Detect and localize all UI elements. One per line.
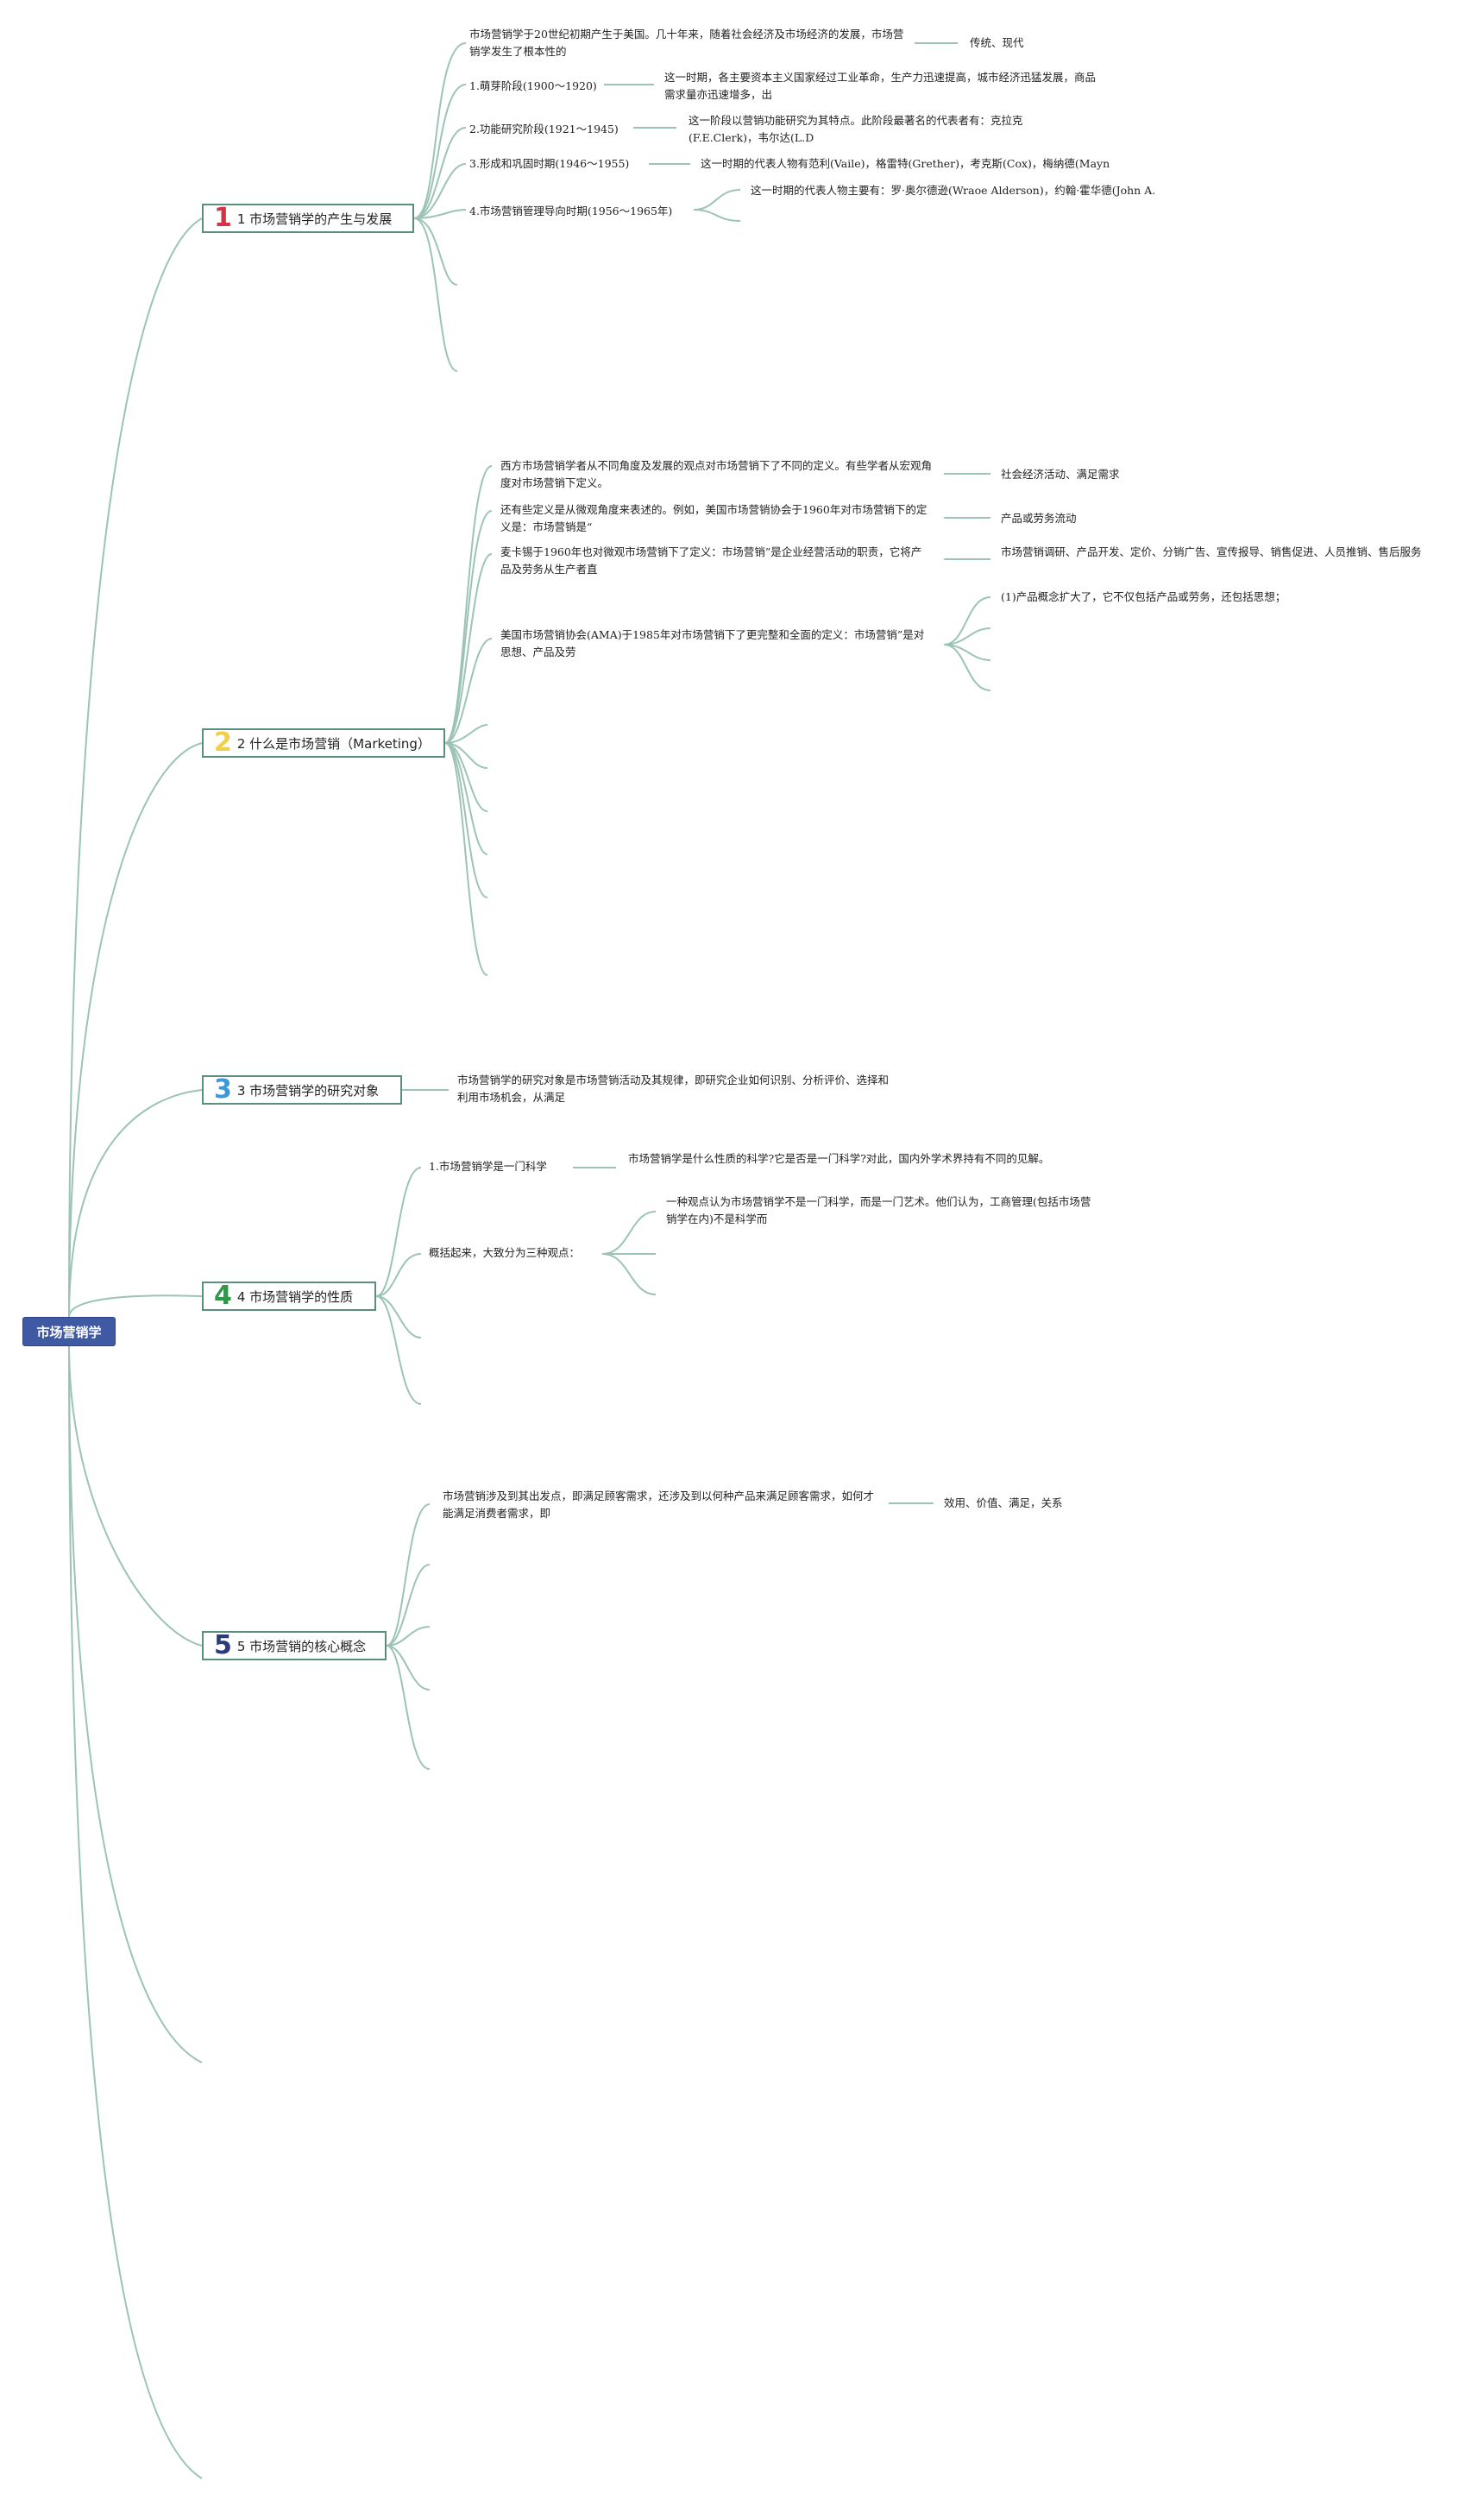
branch-research-object[interactable]: 3 3 市场营销学的研究对象	[202, 1075, 402, 1105]
branch-number-3: 3	[214, 1074, 232, 1105]
b3-research-object-text[interactable]: 市场营销学的研究对象是市场营销活动及其规律，即研究企业如何识别、分析评价、选择和…	[457, 1074, 890, 1104]
branch-label-4: 4 市场营销学的性质	[236, 1288, 354, 1305]
b1-stage4-leaf[interactable]: 这一时期的代表人物主要有：罗·奥尔德逊(Wraoe Alderson)，约翰·霍…	[751, 184, 1156, 197]
root-node[interactable]: 市场营销学	[22, 1317, 116, 1346]
b1-stage2[interactable]: 2.功能研究阶段(1921～1945)	[469, 123, 619, 135]
link-root-b4	[68, 1294, 203, 1318]
b5-core-concept-text[interactable]: 市场营销涉及到其出发点，即满足顾客需求，还涉及到以何种产品来满足顾客需求，如何才…	[443, 1489, 875, 1520]
branch-label-3: 3 市场营销学的研究对象	[236, 1082, 380, 1099]
b1-intro-leaf[interactable]: 传统、现代	[970, 36, 1024, 49]
b2-definition-2[interactable]: 还有些定义是从微观角度来表述的。例如，美国市场营销协会于1960年对市场营销下的…	[500, 503, 928, 533]
b1-stage3-leaf[interactable]: 这一时期的代表人物有范利(Vaile)，格雷特(Grether)，考克斯(Cox…	[701, 157, 1110, 170]
branch-number-1: 1	[214, 203, 232, 233]
b1-stage2-leaf[interactable]: 这一阶段以营销功能研究为其特点。此阶段最著名的代表者有：克拉克(F.E.Cler…	[689, 114, 1023, 144]
b1-intro[interactable]: 市场营销学于20世纪初期产生于美国。几十年来，随着社会经济及市场经济的发展，市场…	[469, 28, 904, 58]
branch-label-1: 1 市场营销学的产生与发展	[236, 211, 393, 227]
branch-number-2: 2	[214, 727, 232, 758]
branch-number-4: 4	[214, 1281, 232, 1311]
b2-definition-1[interactable]: 西方市场营销学者从不同角度及发展的观点对市场营销下了不同的定义。有些学者从宏观角…	[500, 459, 933, 489]
branch-core-concepts[interactable]: 5 5 市场营销的核心概念	[202, 1631, 387, 1660]
root-label: 市场营销学	[36, 1324, 102, 1340]
branch-what-is-marketing[interactable]: 2 2 什么是市场营销（Marketing）	[202, 728, 445, 758]
branch-number-5: 5	[214, 1630, 232, 1660]
b1-stage4[interactable]: 4.市场营销管理导向时期(1956～1965年)	[469, 205, 673, 217]
b4-item-1-leaf[interactable]: 市场营销学是什么性质的科学?它是否是一门科学?对此，国内外学术界持有不同的见解。	[628, 1152, 1050, 1165]
branch-origin-development[interactable]: 1 1 市场营销学的产生与发展	[202, 204, 414, 233]
link-root-b1	[68, 217, 203, 1318]
b5-core-concept-leaf[interactable]: 效用、价值、满足，关系	[944, 1496, 1063, 1509]
b1-stage3[interactable]: 3.形成和巩固时期(1946～1955)	[469, 157, 630, 170]
b4-item-2-leaf[interactable]: 一种观点认为市场营销学不是一门科学，而是一门艺术。他们认为，工商管理(包括市场营…	[666, 1195, 1091, 1225]
b2-definition-2-leaf[interactable]: 产品或劳务流动	[1001, 512, 1077, 525]
b2-definition-3[interactable]: 麦卡锡于1960年也对微观市场营销下了定义：市场营销”是企业经营活动的职责，它将…	[500, 545, 922, 576]
b2-definition-1-leaf[interactable]: 社会经济活动、满足需求	[1001, 468, 1120, 481]
b4-item-2[interactable]: 概括起来，大致分为三种观点：	[429, 1246, 581, 1259]
b4-item-1[interactable]: 1.市场营销学是一门科学	[429, 1160, 547, 1173]
b2-definition-4-leaf[interactable]: (1)产品概念扩大了，它不仅包括产品或劳务，还包括思想；	[1001, 590, 1286, 603]
branch-label-5: 5 市场营销的核心概念	[236, 1638, 367, 1654]
branch-label-2: 2 什么是市场营销（Marketing）	[236, 735, 431, 752]
b2-definition-4[interactable]: 美国市场营销协会(AMA)于1985年对市场营销下了更完整和全面的定义：市场营销…	[500, 628, 925, 658]
b1-stage1-leaf[interactable]: 这一时期，各主要资本主义国家经过工业革命，生产力迅速提高，城市经济迅猛发展，商品…	[664, 71, 1097, 101]
link-root-b3	[68, 1089, 203, 1318]
link-root-b7	[68, 1344, 203, 2479]
link-root-b2	[68, 742, 203, 1318]
b2-definition-3-leaf[interactable]: 市场营销调研、产品开发、定价、分销广告、宣传报导、销售促进、人员推销、售后服务	[1001, 545, 1422, 558]
link-root-b5	[68, 1344, 203, 1647]
link-root-b6	[68, 1344, 203, 2063]
b1-stage1[interactable]: 1.萌芽阶段(1900～1920)	[469, 79, 597, 92]
branch-nature[interactable]: 4 4 市场营销学的性质	[202, 1282, 376, 1311]
